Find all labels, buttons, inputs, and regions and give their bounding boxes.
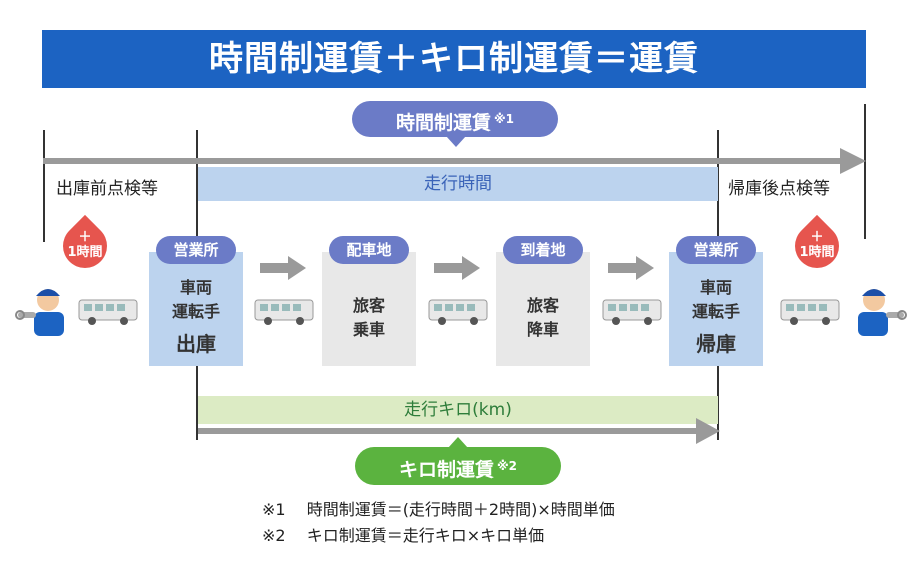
stage-dispatch-point: 旅客 乗車 xyxy=(322,252,416,366)
pre-departure-check-label: 出庫前点検等 xyxy=(56,179,158,199)
note-2: ※2 キロ制運賃＝走行キロ×キロ単価 xyxy=(262,522,544,546)
time-axis-line xyxy=(43,158,849,164)
title-banner: 時間制運賃＋キロ制運賃＝運賃 xyxy=(42,30,866,88)
stage-big-word: 出庫 xyxy=(176,332,216,356)
stage-line1: 旅客 xyxy=(352,296,385,315)
time-axis-arrowhead xyxy=(840,148,866,174)
note-1-mark: ※1 xyxy=(262,500,286,519)
badge-hour-text: 1時間 xyxy=(67,245,103,260)
km-fare-note-mark: ※2 xyxy=(497,459,518,473)
note-2-text: キロ制運賃＝走行キロ×キロ単価 xyxy=(306,526,545,545)
bus-icon xyxy=(78,299,138,325)
note-1-text: 時間制運賃＝(走行時間＋2時間)×時間単価 xyxy=(306,500,615,519)
stage-line1: 車両 xyxy=(699,278,732,297)
badge-plus: ＋ xyxy=(810,230,824,245)
stage-big-word: 帰庫 xyxy=(696,332,736,356)
bus-icon xyxy=(780,299,840,325)
time-fare-pill: 時間制運賃※1 xyxy=(352,101,558,137)
km-fare-label: キロ制運賃 xyxy=(398,459,494,481)
stage-line1: 車両 xyxy=(179,278,212,297)
km-fare-pill: キロ制運賃※2 xyxy=(355,447,561,485)
mechanic-left-icon xyxy=(15,289,64,336)
running-km-band: 走行キロ(km) xyxy=(198,396,718,424)
bus-icon xyxy=(428,299,488,325)
note-1: ※1 時間制運賃＝(走行時間＋2時間)×時間単価 xyxy=(262,496,615,520)
left-boundary-line xyxy=(43,130,45,242)
stage-tag-arrival: 到着地 xyxy=(503,236,583,264)
bus-icon xyxy=(254,299,314,325)
note-2-mark: ※2 xyxy=(262,526,286,545)
right-boundary-line xyxy=(864,104,866,239)
post-return-check-label: 帰庫後点検等 xyxy=(728,179,830,199)
badge-hour-text: 1時間 xyxy=(799,245,835,260)
stage-line1: 旅客 xyxy=(526,296,559,315)
flow-arrow xyxy=(260,256,306,280)
post-check-hour-badge: ＋ 1時間 xyxy=(785,212,849,278)
stage-line2: 降車 xyxy=(526,320,559,339)
time-fare-note-mark: ※1 xyxy=(494,112,515,126)
bus-icon xyxy=(602,299,662,325)
stage-tag-office: 営業所 xyxy=(676,236,756,264)
stage-tag-dispatch: 配車地 xyxy=(329,236,409,264)
stage-line2: 運転手 xyxy=(691,302,740,321)
mechanic-right-icon xyxy=(858,289,907,336)
stage-tag-office: 営業所 xyxy=(156,236,236,264)
time-fare-label: 時間制運賃 xyxy=(395,112,491,134)
stage-line2: 乗車 xyxy=(352,320,385,339)
km-axis-line xyxy=(198,428,700,434)
km-axis-arrowhead xyxy=(696,418,720,444)
stage-office-departure: 車両 運転手 出庫 xyxy=(149,252,243,366)
time-pill-pointer xyxy=(446,136,466,147)
stage-arrival-point: 旅客 降車 xyxy=(496,252,590,366)
badge-plus: ＋ xyxy=(78,230,92,245)
running-time-band: 走行時間 xyxy=(198,167,718,201)
km-pill-pointer xyxy=(448,437,468,448)
pre-check-hour-badge: ＋ 1時間 xyxy=(53,212,117,278)
stage-line2: 運転手 xyxy=(171,302,220,321)
stage-office-return: 車両 運転手 帰庫 xyxy=(669,252,763,366)
flow-arrow xyxy=(434,256,480,280)
flow-arrow xyxy=(608,256,654,280)
